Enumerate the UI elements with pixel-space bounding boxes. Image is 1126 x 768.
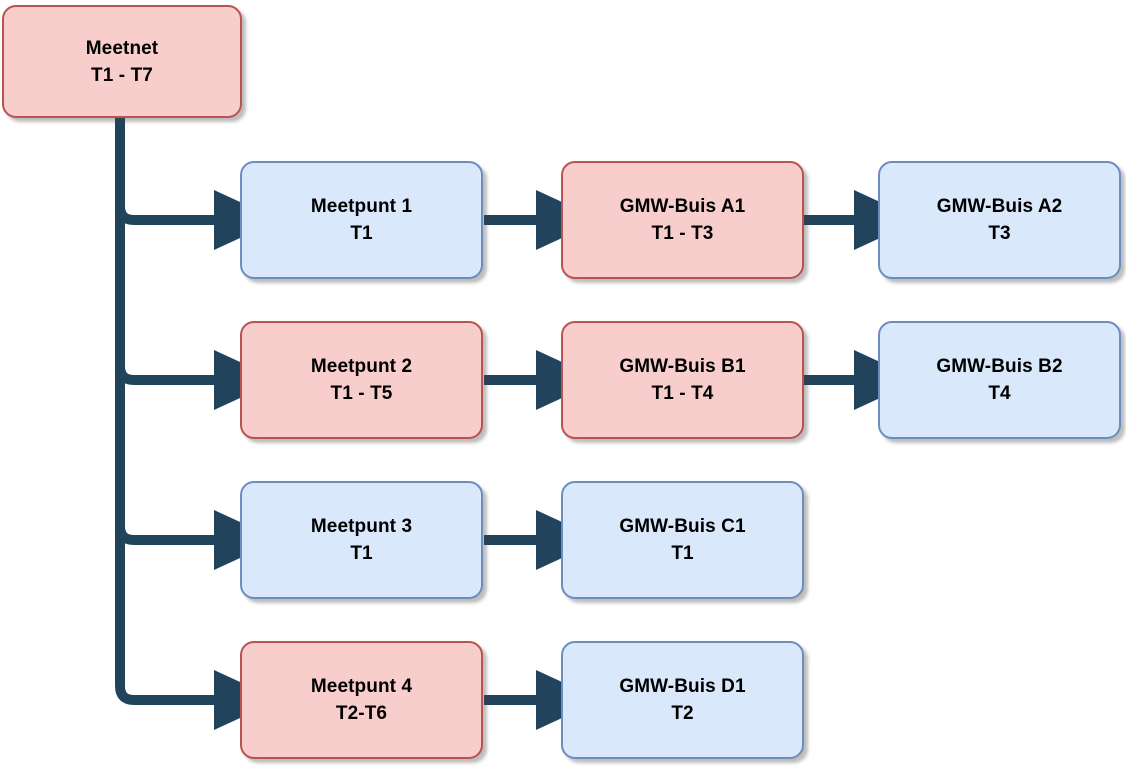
node-meetpunt-2[interactable]: Meetpunt 2 T1 - T5	[240, 321, 483, 439]
node-meetpunt-4-line2: T2-T6	[335, 703, 388, 724]
node-gmw-buis-a2-line1: GMW-Buis A2	[936, 196, 1063, 217]
node-gmw-buis-a1-line2: T1 - T3	[651, 223, 714, 244]
node-gmw-buis-b2-line2: T4	[988, 383, 1011, 404]
node-meetnet-line1: Meetnet	[85, 37, 159, 59]
node-meetpunt-2-line2: T1 - T5	[330, 383, 393, 404]
node-gmw-buis-b1-line1: GMW-Buis B1	[619, 356, 746, 377]
node-gmw-buis-b1-line2: T1 - T4	[651, 383, 714, 404]
node-meetnet[interactable]: Meetnet T1 - T7	[2, 5, 242, 118]
node-meetpunt-1-line1: Meetpunt 1	[310, 196, 413, 217]
node-gmw-buis-c1[interactable]: GMW-Buis C1 T1	[561, 481, 804, 599]
edge-meetnet-meetpunt-2	[115, 118, 279, 410]
edge-meetnet-meetpunt-1	[115, 118, 279, 250]
node-meetnet-line2: T1 - T7	[91, 64, 153, 86]
node-gmw-buis-c1-line1: GMW-Buis C1	[619, 516, 746, 537]
node-gmw-buis-b2[interactable]: GMW-Buis B2 T4	[878, 321, 1121, 439]
node-meetpunt-1[interactable]: Meetpunt 1 T1	[240, 161, 483, 279]
node-gmw-buis-a2[interactable]: GMW-Buis A2 T3	[878, 161, 1121, 279]
node-meetpunt-3-line1: Meetpunt 3	[310, 516, 413, 537]
edge-meetnet-meetpunt-3	[115, 118, 279, 570]
node-gmw-buis-a1[interactable]: GMW-Buis A1 T1 - T3	[561, 161, 804, 279]
node-gmw-buis-a2-line2: T3	[988, 223, 1011, 244]
node-meetpunt-4[interactable]: Meetpunt 4 T2-T6	[240, 641, 483, 759]
node-meetpunt-3[interactable]: Meetpunt 3 T1	[240, 481, 483, 599]
node-meetpunt-1-line2: T1	[350, 223, 373, 244]
node-meetpunt-2-line1: Meetpunt 2	[310, 356, 413, 377]
node-gmw-buis-d1-line1: GMW-Buis D1	[619, 676, 746, 697]
edge-meetnet-meetpunt-4	[115, 118, 279, 730]
node-gmw-buis-a1-line1: GMW-Buis A1	[619, 196, 746, 217]
node-gmw-buis-c1-line2: T1	[671, 543, 694, 564]
node-gmw-buis-b2-line1: GMW-Buis B2	[936, 356, 1063, 377]
node-meetpunt-4-line1: Meetpunt 4	[310, 676, 413, 697]
node-meetpunt-3-line2: T1	[350, 543, 373, 564]
node-gmw-buis-d1-line2: T2	[671, 703, 694, 724]
node-gmw-buis-b1[interactable]: GMW-Buis B1 T1 - T4	[561, 321, 804, 439]
node-gmw-buis-d1[interactable]: GMW-Buis D1 T2	[561, 641, 804, 759]
